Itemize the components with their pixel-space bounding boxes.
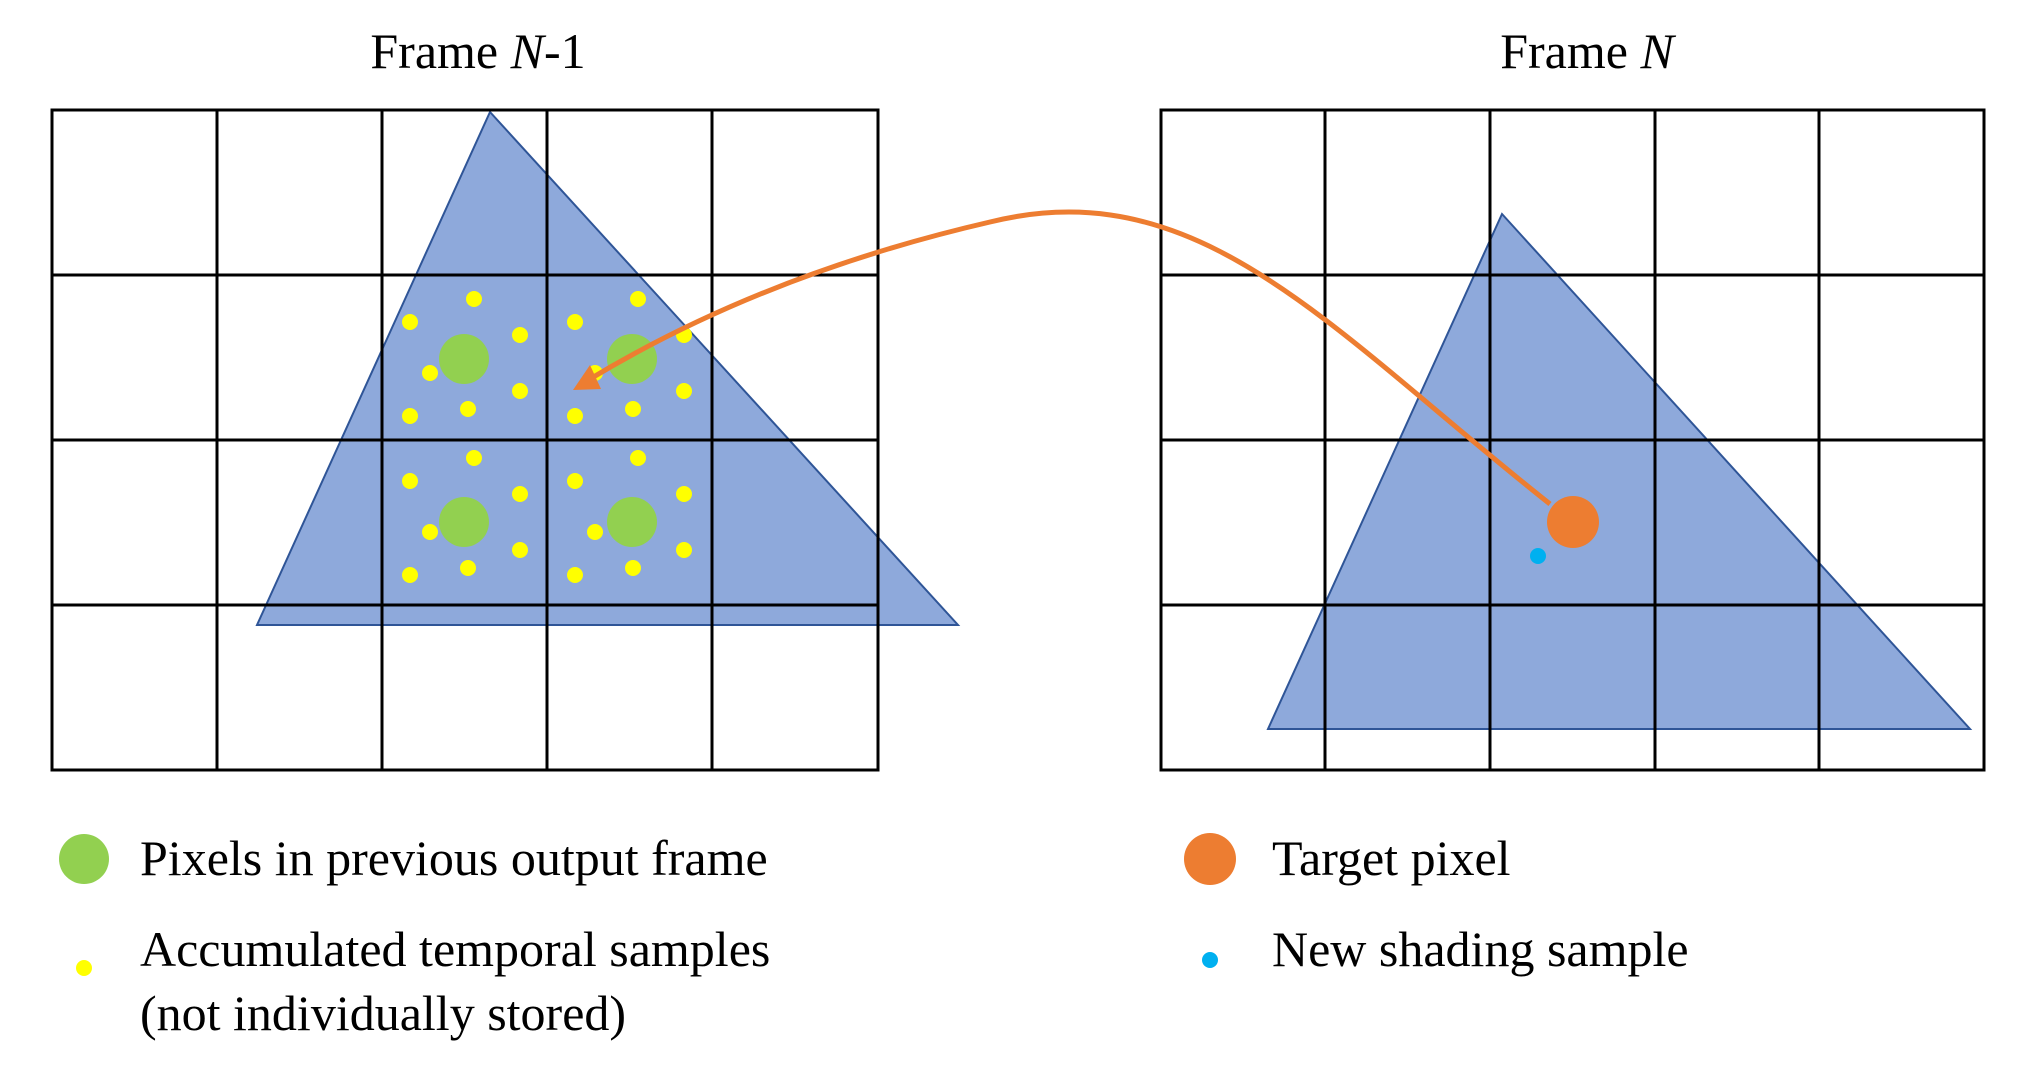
accumulated-sample — [512, 486, 528, 502]
accumulated-sample — [402, 314, 418, 330]
accumulated-sample — [625, 401, 641, 417]
accumulated-sample — [460, 401, 476, 417]
accumulated-sample — [567, 567, 583, 583]
pixel-grid-current — [1159, 108, 1986, 772]
frame-previous — [50, 108, 961, 772]
target-pixel — [1547, 496, 1599, 548]
legend-new-sample-label: New shading sample — [1272, 921, 1689, 977]
previous-output-pixel — [607, 334, 657, 384]
new-shading-sample — [1530, 548, 1546, 564]
accumulated-sample — [630, 291, 646, 307]
accumulated-sample — [422, 365, 438, 381]
legend-target-pixel-label: Target pixel — [1272, 830, 1511, 886]
legend: Pixels in previous output frame Accumula… — [59, 830, 1689, 1041]
accumulated-sample — [512, 542, 528, 558]
accumulated-sample — [402, 473, 418, 489]
accumulated-sample — [466, 291, 482, 307]
accumulated-sample — [402, 408, 418, 424]
accumulated-sample — [587, 524, 603, 540]
accumulated-sample — [676, 486, 692, 502]
legend-green-pixel-label: Pixels in previous output frame — [140, 830, 768, 886]
pixel-grid-previous — [50, 108, 880, 772]
accumulated-sample — [466, 450, 482, 466]
legend-accumulated-label-line1: Accumulated temporal samples — [140, 921, 770, 977]
triangle-current — [1266, 212, 1973, 730]
accumulated-sample — [512, 383, 528, 399]
accumulated-sample — [630, 450, 646, 466]
accumulated-sample — [567, 314, 583, 330]
previous-output-pixel — [607, 497, 657, 547]
legend-yellow-sample-icon — [76, 960, 92, 976]
frame-current-title: Frame N — [1500, 23, 1676, 79]
accumulated-sample — [676, 383, 692, 399]
previous-output-pixel — [439, 497, 489, 547]
accumulated-sample — [512, 327, 528, 343]
legend-green-pixel-icon — [59, 834, 109, 884]
previous-output-pixel — [439, 334, 489, 384]
accumulated-sample — [460, 560, 476, 576]
legend-orange-target-icon — [1184, 833, 1236, 885]
accumulated-sample — [625, 560, 641, 576]
accumulated-sample — [567, 408, 583, 424]
accumulated-samples — [402, 291, 692, 583]
accumulated-sample — [422, 524, 438, 540]
frame-previous-title: Frame N-1 — [370, 23, 585, 79]
accumulated-sample — [402, 567, 418, 583]
reprojection-arrow — [573, 209, 1552, 506]
legend-accumulated-label-line2: (not individually stored) — [140, 985, 626, 1041]
accumulated-sample — [567, 473, 583, 489]
legend-blue-sample-icon — [1202, 952, 1218, 968]
frame-current — [1159, 108, 1986, 772]
arrowhead — [573, 365, 601, 390]
accumulated-sample — [676, 542, 692, 558]
